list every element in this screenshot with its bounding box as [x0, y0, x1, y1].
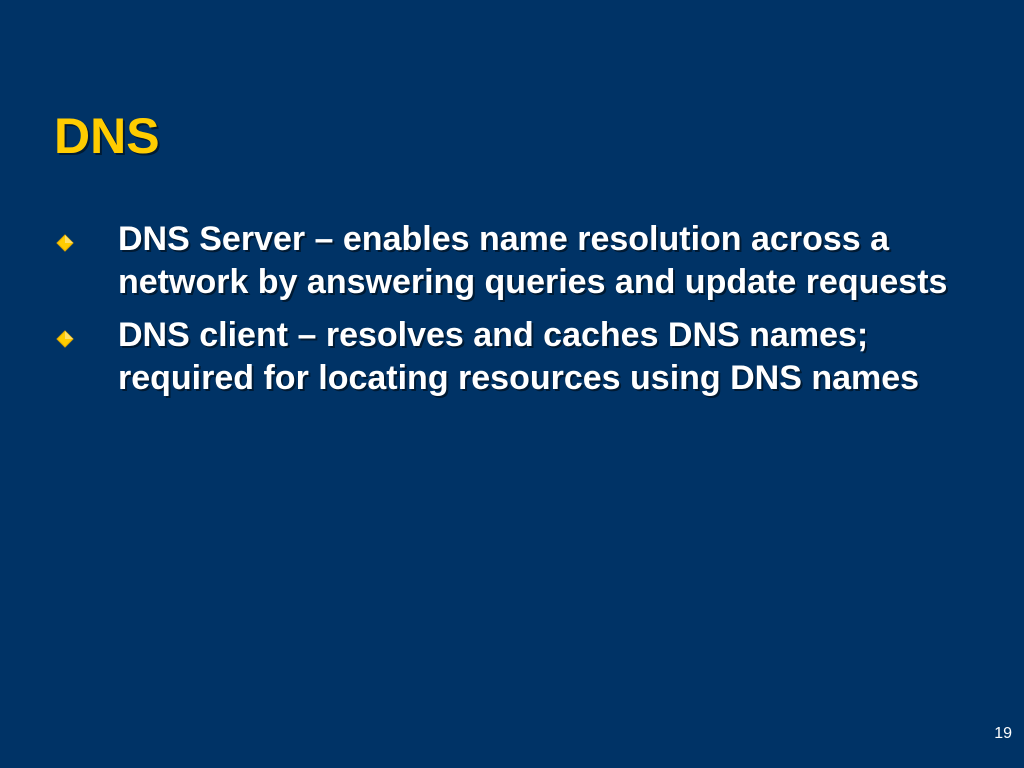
- page-number: 19: [994, 725, 1012, 742]
- diamond-bullet-icon: [56, 234, 74, 252]
- bullet-item-dns-client: DNS client – resolves and caches DNS nam…: [54, 314, 964, 400]
- bullet-list: DNS Server – enables name resolution acr…: [54, 218, 964, 410]
- diamond-bullet-icon: [56, 330, 74, 348]
- bullet-item-dns-server: DNS Server – enables name resolution acr…: [54, 218, 964, 304]
- bullet-text: DNS Server – enables name resolution acr…: [118, 220, 948, 301]
- bullet-text: DNS client – resolves and caches DNS nam…: [118, 316, 920, 397]
- slide-title: DNS: [54, 108, 160, 164]
